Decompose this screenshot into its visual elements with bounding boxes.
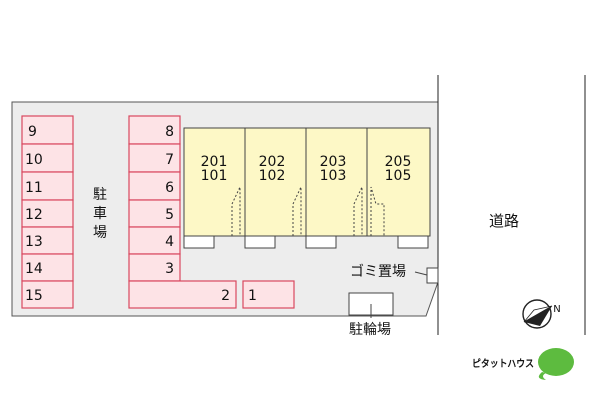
space-number: 11 xyxy=(25,180,43,196)
space-number: 1 xyxy=(248,288,257,304)
parking-space: 3 xyxy=(128,253,181,282)
space-number: 6 xyxy=(165,180,174,196)
parking-space: 6 xyxy=(128,171,181,201)
space-number: 9 xyxy=(28,124,37,140)
space-number: 3 xyxy=(165,261,174,277)
parking-space: 1 xyxy=(242,280,295,309)
unit: 205 105 xyxy=(385,154,412,184)
parking-space: 10 xyxy=(21,143,74,173)
unit-number-lower: 103 xyxy=(320,168,347,184)
space-number: 8 xyxy=(165,124,174,140)
unit-number-lower: 102 xyxy=(259,168,286,184)
space-number: 5 xyxy=(165,207,174,223)
unit-number-upper: 201 xyxy=(201,154,228,170)
unit-number-lower: 105 xyxy=(385,168,412,184)
parking-space: 5 xyxy=(128,199,181,228)
space-number: 10 xyxy=(25,152,43,168)
parking-space: 15 xyxy=(21,280,74,309)
unit: 202 102 xyxy=(259,154,286,184)
space-number: 12 xyxy=(25,207,43,223)
parking-spaces: 9 10 11 12 13 14 15 8 7 6 5 4 3 2 1 xyxy=(21,115,295,309)
svg-text:場: 場 xyxy=(93,225,107,241)
garbage-area-box xyxy=(426,267,439,284)
unit: 203 103 xyxy=(320,154,347,184)
parking-space: 8 xyxy=(128,115,181,145)
brand-name: ピタットハウス xyxy=(472,358,534,370)
parking-space: 14 xyxy=(21,253,74,282)
unit-number-upper: 205 xyxy=(385,154,412,170)
brand-logo: ピタットハウス xyxy=(472,345,582,385)
garbage-area-label: ゴミ置場 xyxy=(350,263,406,280)
parking-space: 13 xyxy=(21,226,74,255)
parking-space: 9 xyxy=(21,115,74,145)
space-number: 13 xyxy=(25,234,43,250)
space-number: 15 xyxy=(25,288,43,304)
parking-space: 2 xyxy=(128,280,237,309)
bicycle-parking-label: 駐輪場 xyxy=(349,321,391,338)
unit-number-upper: 202 xyxy=(259,154,286,170)
svg-text:駐: 駐 xyxy=(93,187,107,203)
unit-number-lower: 101 xyxy=(201,168,228,184)
space-number: 14 xyxy=(25,261,43,277)
compass-icon: N xyxy=(522,299,561,329)
parking-space: 7 xyxy=(128,143,181,173)
apartment-building: 201 101 202 102 203 103 205 105 xyxy=(183,127,431,249)
unit-number-upper: 203 xyxy=(320,154,347,170)
space-number: 7 xyxy=(165,152,174,168)
parking-space: 11 xyxy=(21,171,74,201)
space-number: 2 xyxy=(221,288,230,304)
parking-label: 駐 車 場 xyxy=(93,187,107,241)
road-label: 道路 xyxy=(489,212,519,230)
parking-space: 4 xyxy=(128,226,181,255)
space-number: 4 xyxy=(165,234,174,250)
unit: 201 101 xyxy=(201,154,228,184)
brand-leaf-icon xyxy=(538,348,574,376)
parking-space: 12 xyxy=(21,199,74,228)
compass-north-letter: N xyxy=(553,304,560,315)
svg-text:車: 車 xyxy=(93,205,107,222)
